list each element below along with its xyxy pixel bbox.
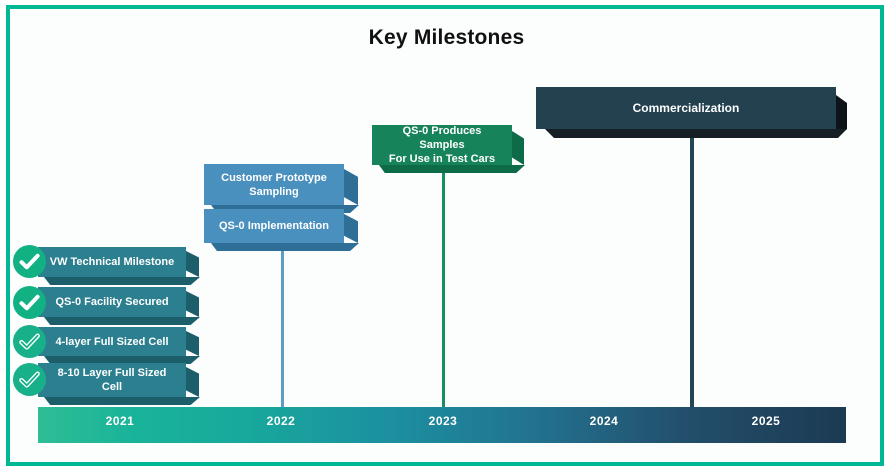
milestone-label-line2: For Use in Test Cars: [388, 153, 496, 165]
milestone-label-block: QS-0 Produces Samples For Use in Test Ca…: [372, 125, 512, 165]
milestone-card-qs0-facility-secured[interactable]: QS-0 Facility Secured: [38, 287, 200, 325]
milestone-label-line2: Cell: [101, 381, 123, 393]
milestone-card-8-10-layer-full-sized-cell[interactable]: 8-10 Layer Full Sized Cell: [38, 363, 200, 405]
milestone-card-commercialization[interactable]: Commercialization: [536, 87, 847, 138]
card-bottom-face: [211, 243, 359, 251]
card-bottom-face: [545, 129, 847, 138]
milestone-label-line1: 8-10 Layer Full Sized: [57, 367, 167, 379]
milestone-label: Commercialization: [536, 87, 836, 129]
milestone-label-line1: Customer Prototype: [221, 171, 327, 184]
card-right-face: [186, 291, 199, 317]
card-right-face: [836, 95, 847, 137]
milestone-card-qs0-implementation[interactable]: QS-0 Implementation: [204, 209, 359, 251]
milestone-label: VW Technical Milestone: [38, 247, 186, 277]
stem-2023: [442, 166, 445, 408]
milestone-card-qs0-samples[interactable]: QS-0 Produces Samples For Use in Test Ca…: [372, 125, 525, 173]
timeline-year-2021[interactable]: 2021: [105, 414, 135, 428]
milestone-label-block: 8-10 Layer Full Sized Cell: [38, 363, 186, 397]
card-bottom-face: [44, 397, 200, 405]
card-bottom-face: [44, 356, 200, 364]
card-bottom-face: [379, 165, 525, 173]
milestone-label: 4-layer Full Sized Cell: [38, 327, 186, 356]
milestone-card-4-layer-full-sized-cell[interactable]: 4-layer Full Sized Cell: [38, 327, 200, 364]
check-circle-filled-icon: [13, 245, 46, 278]
stem-commercialization: [690, 131, 694, 408]
card-right-face: [186, 251, 199, 277]
milestone-label-block: Customer Prototype Sampling: [204, 164, 344, 205]
stem-2022: [281, 248, 284, 408]
timeline-year-2024[interactable]: 2024: [589, 414, 619, 428]
timeline-year-2025[interactable]: 2025: [751, 414, 781, 428]
timeline-axis-bar: [38, 407, 846, 443]
card-right-face: [344, 214, 358, 243]
timeline-year-2023[interactable]: 2023: [428, 414, 458, 428]
milestone-label: QS-0 Facility Secured: [38, 287, 186, 317]
check-circle-outline-icon: [13, 363, 46, 396]
milestone-label-line1: QS-0 Produces Samples: [402, 125, 482, 151]
timeline-year-2022[interactable]: 2022: [266, 414, 296, 428]
card-right-face: [186, 331, 199, 356]
card-bottom-face: [44, 317, 200, 325]
card-right-face: [344, 169, 358, 205]
card-right-face: [512, 131, 524, 165]
milestone-card-customer-prototype[interactable]: Customer Prototype Sampling: [204, 164, 359, 213]
milestone-label-line2: Sampling: [249, 185, 299, 198]
milestone-label: QS-0 Implementation: [204, 209, 344, 243]
card-bottom-face: [44, 277, 200, 285]
page-title: Key Milestones: [368, 26, 525, 49]
milestone-card-vw-technical-milestone[interactable]: VW Technical Milestone: [38, 247, 200, 285]
check-circle-filled-icon: [13, 286, 46, 319]
card-right-face: [186, 367, 199, 397]
check-circle-outline-icon: [13, 325, 46, 358]
